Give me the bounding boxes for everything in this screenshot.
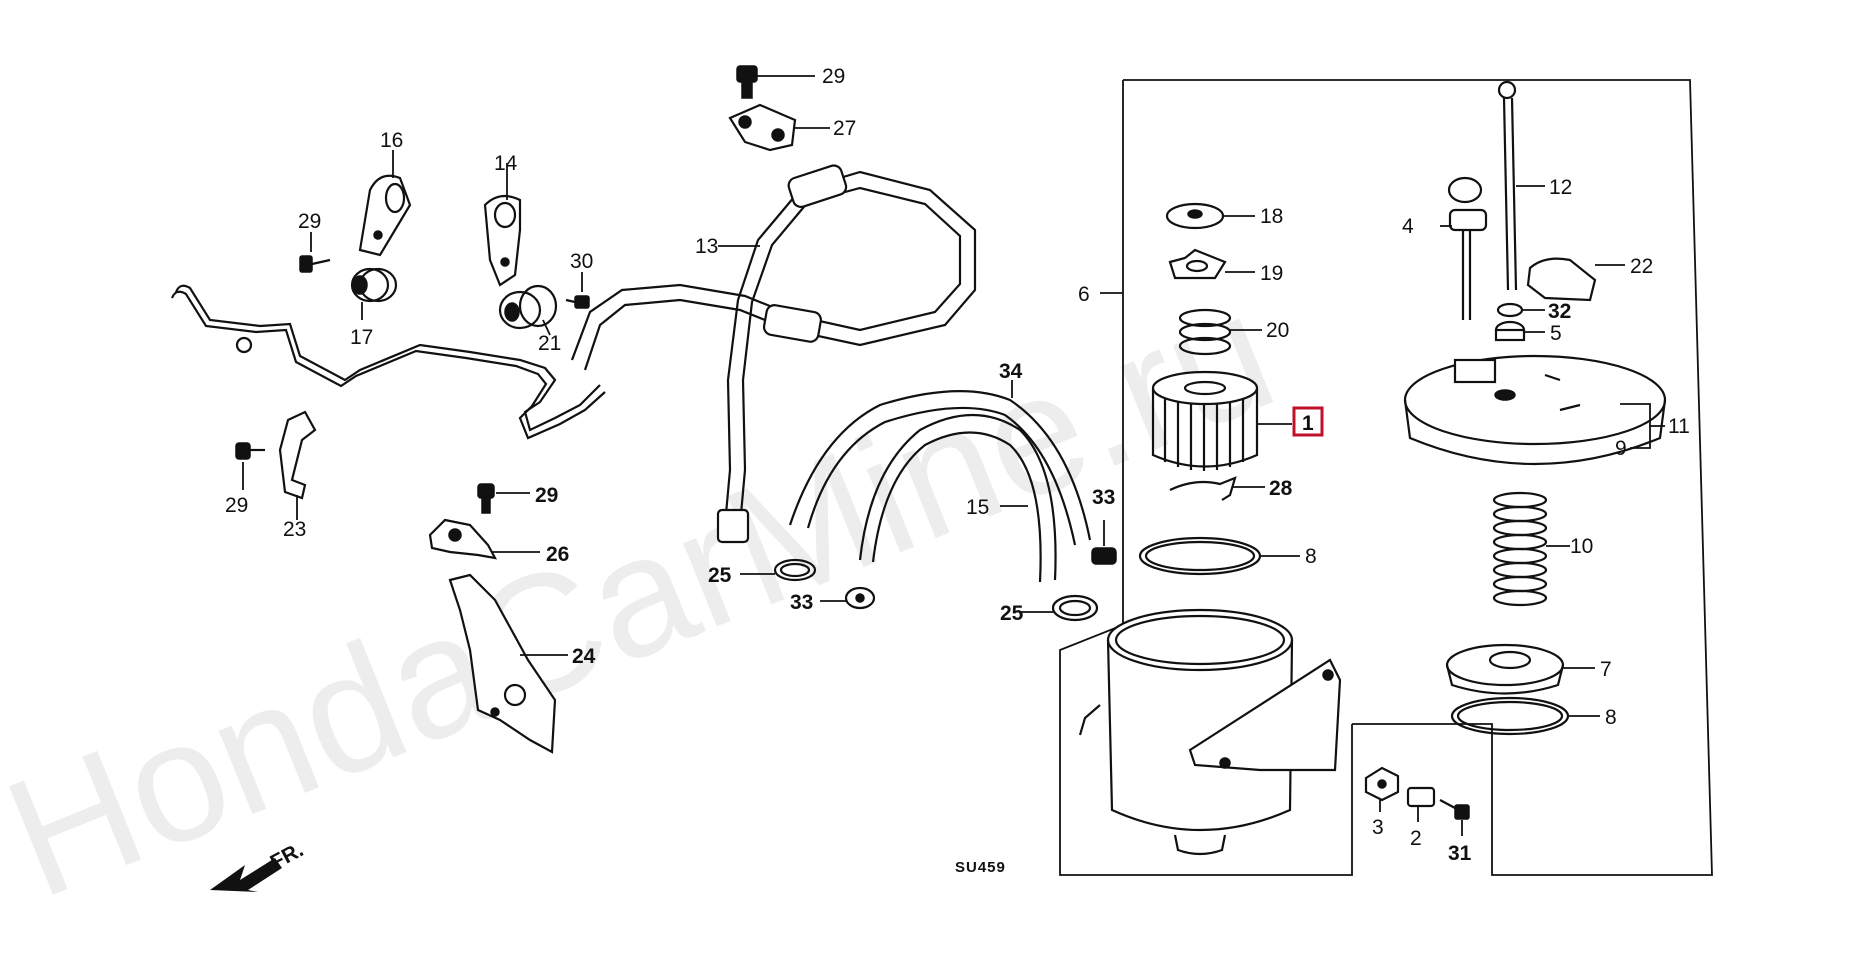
- return-pipe: [170, 284, 606, 440]
- callout-3[interactable]: 3: [1372, 816, 1384, 839]
- callout-21[interactable]: 21: [538, 332, 561, 355]
- bracket-27-icon: [728, 103, 830, 152]
- bolt-29-bracket26-icon: [477, 483, 530, 514]
- callout-29-top[interactable]: 29: [822, 65, 845, 88]
- grommet-21-icon: [498, 284, 558, 336]
- bracket-24-icon: [448, 573, 568, 754]
- clip-28-icon: [1169, 476, 1265, 501]
- gasket-8-upper-icon: [1138, 536, 1300, 576]
- callout-33-left[interactable]: 33: [790, 591, 813, 614]
- callout-7[interactable]: 7: [1600, 658, 1612, 681]
- plate-7-icon: [1445, 643, 1595, 695]
- hose-15-icon: [858, 414, 1057, 583]
- cap-4-icon: [1440, 176, 1488, 320]
- callout-16[interactable]: 16: [380, 129, 403, 152]
- callout-31[interactable]: 31: [1448, 842, 1472, 865]
- clamp-33-right-icon: [1091, 520, 1117, 565]
- clamp-25-left-icon: [740, 558, 817, 582]
- washer-32-icon: [1496, 302, 1545, 318]
- callout-24[interactable]: 24: [572, 645, 596, 668]
- watermark: HondaCarMine.ru: [0, 256, 1298, 935]
- highlight-box-part-1[interactable]: [1292, 406, 1324, 437]
- clamp-25-right-icon: [1020, 594, 1099, 622]
- clamp-33-left-icon: [820, 586, 876, 610]
- callout-8-lower[interactable]: 8: [1605, 706, 1617, 729]
- callout-17[interactable]: 17: [350, 326, 373, 349]
- callout-labels: 29 27 16 14 29 30 13 17 21 29 23 29 26 2…: [225, 65, 1690, 865]
- reservoir-body-icon: [1078, 608, 1342, 856]
- bracket-23-icon: [278, 410, 317, 520]
- bolt-29-mid-icon: [235, 442, 265, 490]
- dipstick-12-icon: [1497, 80, 1545, 291]
- callout-11-bracket: [1620, 403, 1665, 449]
- callout-10[interactable]: 10: [1570, 535, 1593, 558]
- callout-5[interactable]: 5: [1550, 322, 1562, 345]
- clamp-16-icon: [358, 150, 412, 257]
- nut-5-icon: [1494, 320, 1545, 342]
- clamp-14-icon: [483, 163, 522, 287]
- callout-12[interactable]: 12: [1549, 176, 1572, 199]
- callout-1[interactable]: 1: [1302, 412, 1314, 435]
- callout-11[interactable]: 11: [1668, 415, 1690, 438]
- callout-8-upper[interactable]: 8: [1305, 545, 1317, 568]
- filter-1-icon: [1151, 370, 1292, 471]
- callout-18[interactable]: 18: [1260, 205, 1283, 228]
- callout-29-bracket[interactable]: 29: [535, 484, 558, 507]
- bolt-29-left-icon: [299, 232, 331, 273]
- callout-25-right[interactable]: 25: [1000, 602, 1024, 625]
- plate-19-icon: [1168, 248, 1255, 280]
- callout-33-right[interactable]: 33: [1092, 486, 1115, 509]
- callout-32[interactable]: 32: [1548, 300, 1571, 323]
- bolt-29-top-icon: [736, 65, 815, 99]
- callout-14[interactable]: 14: [494, 152, 518, 175]
- callout-26[interactable]: 26: [546, 543, 569, 566]
- callout-22[interactable]: 22: [1630, 255, 1653, 278]
- cover-9-icon: [1403, 354, 1667, 466]
- spring-20-icon: [1178, 308, 1262, 356]
- callout-29-mid[interactable]: 29: [225, 494, 248, 517]
- grommet-17-icon: [350, 267, 398, 320]
- hose-34-icon: [788, 380, 1092, 546]
- hose-13-icon: [570, 164, 977, 544]
- callout-15[interactable]: 15: [966, 496, 989, 519]
- bolt-31-icon: [1439, 799, 1470, 836]
- callout-25-left[interactable]: 25: [708, 564, 732, 587]
- callout-20[interactable]: 20: [1266, 319, 1289, 342]
- callout-23[interactable]: 23: [283, 518, 306, 541]
- nut-3-icon: [1364, 766, 1400, 812]
- callout-19[interactable]: 19: [1260, 262, 1283, 285]
- bolt-30-icon: [565, 272, 590, 309]
- bracket-26-icon: [428, 518, 540, 560]
- callout-27[interactable]: 27: [833, 117, 856, 140]
- washer-18-icon: [1165, 202, 1255, 230]
- seal-22-icon: [1526, 257, 1625, 302]
- callout-29-left[interactable]: 29: [298, 210, 321, 233]
- callout-30[interactable]: 30: [570, 250, 593, 273]
- callout-6[interactable]: 6: [1078, 283, 1090, 306]
- callout-9[interactable]: 9: [1615, 437, 1627, 460]
- callout-4[interactable]: 4: [1402, 215, 1414, 238]
- callout-13[interactable]: 13: [695, 235, 718, 258]
- diagram-code: SU459: [955, 859, 1006, 876]
- gasket-8-lower-icon: [1450, 696, 1600, 736]
- callout-28[interactable]: 28: [1269, 477, 1293, 500]
- callout-34[interactable]: 34: [999, 360, 1023, 383]
- callout-2[interactable]: 2: [1410, 827, 1422, 850]
- washer-2-icon: [1406, 786, 1436, 822]
- spring-10-icon: [1492, 491, 1570, 607]
